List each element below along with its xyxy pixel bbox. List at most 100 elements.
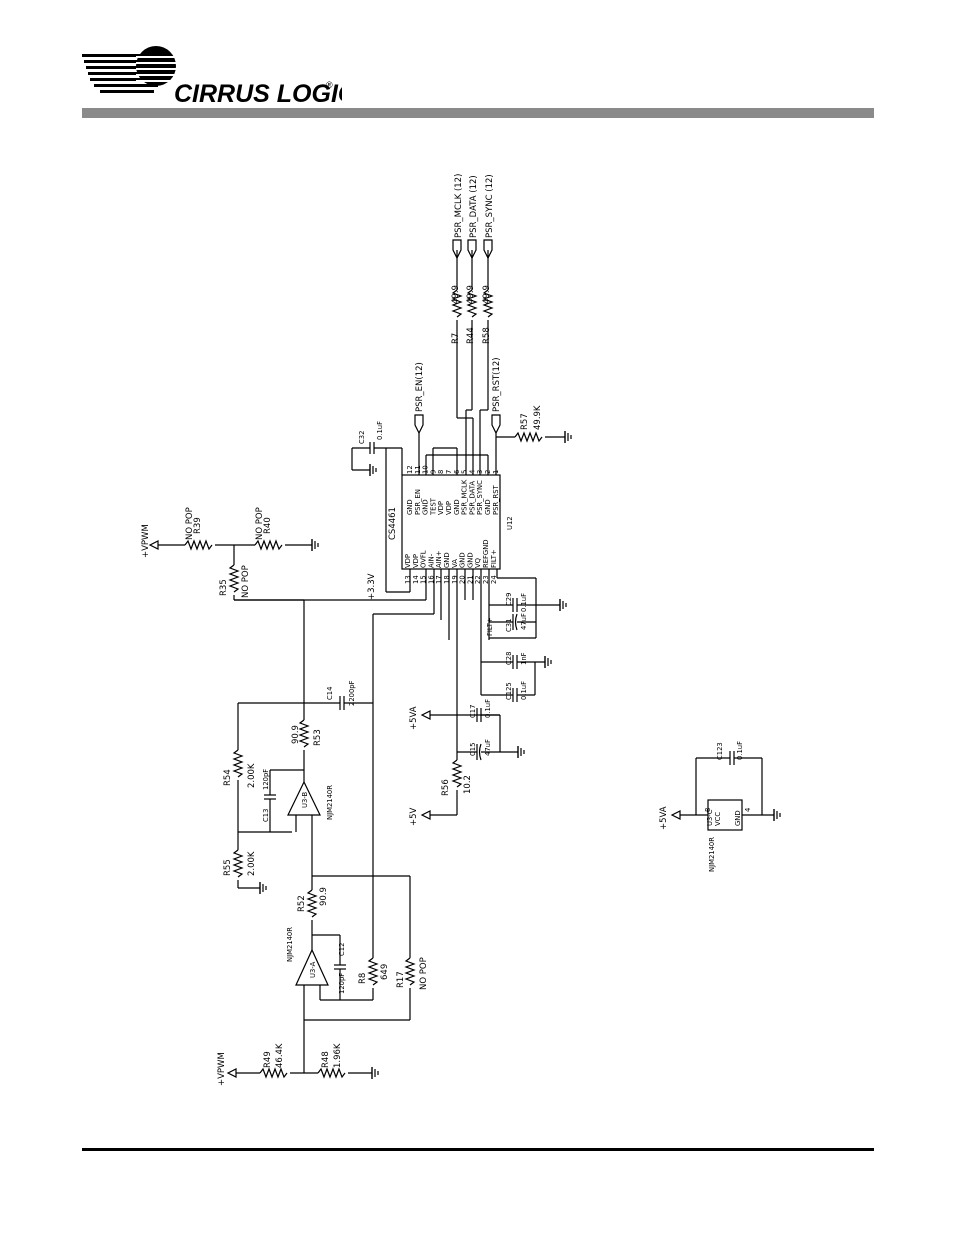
u3c-power <box>670 751 781 831</box>
cirrus-logic-logo: CIRRUS LOGIC ® <box>82 44 357 108</box>
u12-left-pin-name: REFGND <box>482 539 490 568</box>
u12-right-pin-name: PSR_DATA <box>468 481 476 515</box>
c123-value: 0.1uF <box>736 741 744 760</box>
c17-ref: C17 <box>469 705 477 718</box>
r49-value: 46.4K <box>275 1043 285 1068</box>
u12-left-pin-number: 22 <box>474 575 482 584</box>
u12-right-pin-number: 1 <box>492 470 500 474</box>
u12-left-pin-name: FILT+ <box>490 549 498 568</box>
u12-right-pin-number: 7 <box>445 470 453 474</box>
psr-mclk-line <box>451 239 474 475</box>
c29-ref: C29 <box>505 593 513 606</box>
c15-value: 47uF <box>484 739 492 756</box>
u3a-ref: U3-A <box>309 961 317 978</box>
r53-resistor <box>298 719 310 770</box>
u12-left-pin-name: GND <box>466 552 474 568</box>
r35-ref: R35 <box>219 579 229 596</box>
footer-rule <box>82 1148 874 1151</box>
psr-rst-line <box>491 414 572 475</box>
logo-text: CIRRUS LOGIC <box>174 80 342 108</box>
c14-ref: C14 <box>326 687 334 700</box>
c31-value: 47uF <box>520 613 528 630</box>
u12-right-pin-number: 10 <box>422 465 430 474</box>
r48-ref: R48 <box>321 1051 331 1068</box>
net-label-p5va: +5VA <box>409 706 419 730</box>
u3c-ref: U3-C <box>706 809 714 826</box>
u12-right-pin-name: TEST <box>429 497 437 516</box>
r54-ref: R54 <box>223 769 233 786</box>
r39-ref: R39 <box>193 517 203 534</box>
net-label-vpwm-bottom: +VPWM <box>217 1052 227 1086</box>
u12-right-pin-number: 9 <box>429 470 437 474</box>
c123-ref: C123 <box>716 742 724 760</box>
r44-value: 49.9 <box>466 285 476 304</box>
vpwm-top-network <box>148 538 319 601</box>
c17-value: 0.1uF <box>484 699 492 718</box>
u3b-part: NJM2140R <box>326 785 334 820</box>
r35-value: NO POP <box>241 565 251 598</box>
r7-ref: R7 <box>451 333 461 344</box>
u12-right-pin-number: 6 <box>453 470 461 474</box>
c15-ref: C15 <box>469 743 477 756</box>
r17-resistor <box>304 876 416 1021</box>
psr-en-line <box>414 414 424 475</box>
c31-ref: C31 <box>505 619 513 632</box>
r56-ref: R56 <box>441 779 451 796</box>
r17-ref: R17 <box>396 971 406 988</box>
net-label-p5va-u3c: +5VA <box>659 806 669 830</box>
u3c-vcc: VCC <box>714 812 722 826</box>
u12-left-pin-number: 21 <box>466 575 474 584</box>
u12-right-pin-name: PSR_SYNC <box>476 480 484 515</box>
u12-left-pins: 13VDP14VDP15OVFL16AIN-17AIN+18GND19VA20G… <box>404 539 498 584</box>
u12-right-pins: 12GND11PSR_EN10GND9TEST8VDP7VDP6GND5PSR_… <box>406 465 500 516</box>
net-label-psr-en: PSR_EN(12) <box>415 362 425 412</box>
u12-left-pin-number: 19 <box>451 575 459 584</box>
u12-right-pin-name: VDP <box>445 501 453 515</box>
r48-value: 1.96K <box>333 1043 343 1068</box>
r8-value: 649 <box>380 964 390 980</box>
c32-capacitor <box>351 442 402 477</box>
r44-ref: R44 <box>466 327 476 344</box>
r8-ref: R8 <box>358 973 368 984</box>
u12-left-pin-number: 17 <box>435 575 443 584</box>
u3a-part: NJM2140R <box>286 927 294 962</box>
c28-ref: C28 <box>505 652 513 665</box>
r52-resistor <box>306 875 410 935</box>
u12-left-pin-name: VQ <box>474 558 482 568</box>
u12-right-pin-name: PSR_RST <box>492 484 500 515</box>
net-label-psr-rst: PSR_RST(12) <box>492 357 502 412</box>
r54-r55-resistors <box>232 749 292 895</box>
registered-mark: ® <box>326 80 333 90</box>
r54-value: 2.00K <box>247 763 257 788</box>
c13-ref: C13 <box>262 809 270 822</box>
c12-value: 120pF <box>338 973 346 994</box>
u12-left-pin-number: 15 <box>420 575 428 584</box>
u12-left-pin-name: AIN- <box>427 553 435 568</box>
r53-value: 90.9 <box>291 725 301 744</box>
u12-chip <box>401 447 501 570</box>
net-label-vpwm-top: +VPWM <box>141 524 151 558</box>
u12-ref: U12 <box>506 516 514 530</box>
c13-value: 120pF <box>262 769 270 790</box>
psr-sync-line <box>479 239 494 475</box>
u12-right-pin-number: 8 <box>437 470 445 474</box>
u12-right-pin-number: 3 <box>476 470 484 474</box>
r40-ref: R40 <box>263 517 273 534</box>
net-label-p5v: +5V <box>409 807 419 826</box>
net-label-filt: FILT+ <box>486 617 494 636</box>
u12-right-pin-name: GND <box>484 499 492 515</box>
u12-right-pin-name: GND <box>453 499 461 515</box>
net-label-psr-mclk: PSR_MCLK (12) <box>454 174 464 238</box>
u12-right-pin-name: VDP <box>437 501 445 515</box>
u3c-pin-vcc: 8 <box>704 808 712 812</box>
c32-ref: C32 <box>358 431 366 444</box>
u12-left-pin-number: 23 <box>482 575 490 584</box>
u12-left-pin-name: GND <box>459 552 467 568</box>
u12-left-pin-number: 13 <box>404 575 412 584</box>
u12-right-pin-name: PSR_EN <box>414 489 422 515</box>
u12-left-pin-name: GND <box>443 552 451 568</box>
vpwm-bottom-network <box>226 1020 379 1080</box>
r7-value: 49.9 <box>451 285 461 304</box>
r52-ref: R52 <box>297 895 307 912</box>
u12-right-pin-name: PSR_MCLK <box>461 479 469 515</box>
